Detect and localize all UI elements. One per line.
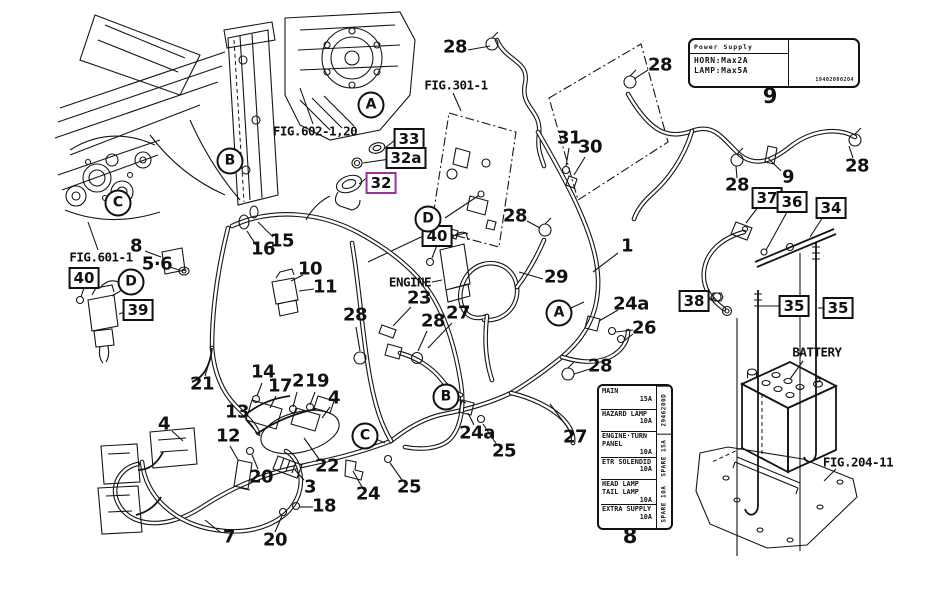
callout-25: 25: [396, 476, 422, 498]
callout-2: 2: [291, 370, 305, 392]
callout-28: 28: [724, 174, 750, 196]
callout-19: 19: [304, 370, 330, 392]
power-supply-serial-area: 19402000204: [789, 40, 858, 86]
fuse-spare-10a: SPARE 10A: [660, 486, 668, 524]
label-battery: BATTERY: [792, 344, 842, 360]
callout-27: 27: [562, 426, 588, 448]
callout-26: 26: [631, 317, 657, 339]
callout-24a: 24a: [459, 422, 495, 444]
callout-15: 15: [269, 230, 295, 252]
callout-29: 29: [543, 266, 569, 288]
power-supply-title: Power Supply: [690, 40, 788, 54]
callout-13: 13: [224, 401, 250, 423]
callout-37: 37: [751, 187, 783, 209]
callout-9-power-supply: 9: [762, 83, 778, 108]
callout-35: 35: [778, 295, 810, 317]
callout-56: 5·6: [141, 253, 173, 275]
callout-25: 25: [491, 440, 517, 462]
callout-3: 3: [303, 476, 317, 498]
callout-box-32-highlighted: 32: [365, 172, 397, 194]
callout-D: D: [414, 205, 442, 233]
callout-21: 21: [189, 373, 215, 395]
label-engine: ENGINE: [388, 274, 432, 290]
power-supply-specs: Power Supply HORN:Max2A LAMP:Max5A: [690, 40, 789, 86]
callout-28: 28: [587, 355, 613, 377]
callout-A: A: [357, 91, 385, 119]
callout-33: 33: [393, 128, 425, 150]
callout-24: 24: [355, 483, 381, 505]
callout-8: 8: [129, 235, 143, 257]
callout-28: 28: [844, 155, 870, 177]
callout-28: 28: [442, 36, 468, 58]
callout-7: 7: [222, 526, 236, 548]
fuse-spare-strip: 2946200D SPARE 15A SPARE 10A: [656, 386, 671, 528]
callout-D: D: [117, 268, 145, 296]
callout-17: 17: [267, 375, 293, 397]
callout-32a: 32a: [385, 147, 427, 169]
callout-A: A: [545, 299, 573, 327]
callout-14: 14: [250, 361, 276, 383]
callout-B: B: [216, 147, 244, 175]
callout-28: 28: [342, 304, 368, 326]
callout-34: 34: [815, 197, 847, 219]
fuse-part-number: 2946200D: [657, 386, 671, 434]
callout-B: B: [432, 383, 460, 411]
callout-FIG6011: FIG.601-1: [69, 249, 133, 265]
dashed-panel-art: [430, 43, 669, 248]
callout-28: 28: [647, 54, 673, 76]
callout-28: 28: [420, 310, 446, 332]
callout-C: C: [351, 422, 379, 450]
callout-22: 22: [314, 455, 340, 477]
callout-4: 4: [327, 387, 341, 409]
callout-30: 30: [577, 136, 603, 158]
callout-9: 9: [781, 166, 795, 188]
callout-38: 38: [678, 290, 710, 312]
power-supply-label: Power Supply HORN:Max2A LAMP:Max5A 19402…: [688, 38, 860, 88]
callout-20: 20: [262, 529, 288, 551]
callout-FIG602120: FIG.602-1,20: [272, 123, 358, 139]
callout-10: 10: [297, 258, 323, 280]
leader-line-art: [80, 45, 854, 533]
power-supply-serial: 19402000204: [815, 77, 854, 83]
power-supply-lamp: LAMP:Max5A: [694, 66, 749, 75]
callout-24a: 24a: [613, 293, 649, 315]
callout-4: 4: [157, 413, 171, 435]
callout-40: 40: [68, 267, 100, 289]
callout-1: 1: [620, 235, 634, 257]
callout-23: 23: [406, 287, 432, 309]
callout-12: 12: [215, 425, 241, 447]
callout-C: C: [104, 189, 132, 217]
callout-FIG3011: FIG.301-1: [424, 77, 488, 93]
callout-39: 39: [122, 299, 154, 321]
callout-16: 16: [250, 238, 276, 260]
fuse-spare-15a: SPARE 15A: [657, 433, 671, 482]
callout-20: 20: [248, 466, 274, 488]
callout-FIG20411: FIG.204-11: [822, 454, 894, 470]
callout-27: 27: [445, 302, 471, 324]
harness-tube-art: [112, 37, 858, 534]
callout-18: 18: [311, 495, 337, 517]
callout-28: 28: [502, 205, 528, 227]
callout-36: 36: [776, 191, 808, 213]
callout-8-fuse-panel: 8: [622, 523, 638, 548]
callout-31: 31: [556, 127, 582, 149]
power-supply-horn: HORN:Max2A: [694, 55, 749, 65]
callout-35: 35: [822, 297, 854, 319]
callout-11: 11: [312, 276, 338, 298]
